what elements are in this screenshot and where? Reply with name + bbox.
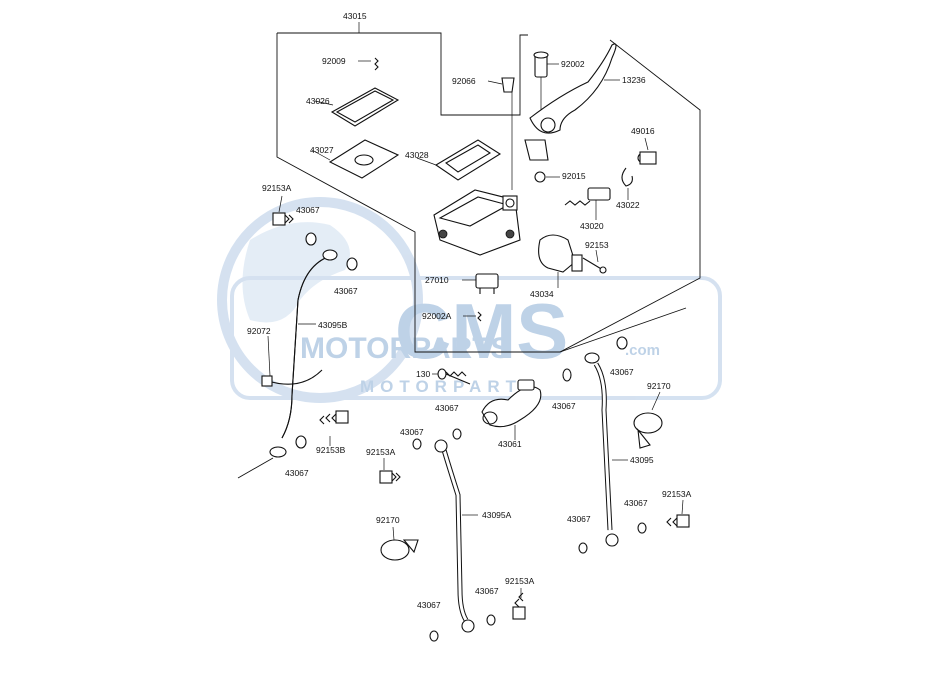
washer-43067-i [486, 614, 496, 626]
part-13236-brake-lever [524, 43, 620, 161]
part-92009-screw [358, 57, 379, 71]
label-43027: 43027 [310, 145, 334, 155]
label-43067-c: 43067 [285, 468, 309, 478]
washers [295, 232, 647, 642]
label-92170-right: 92170 [647, 381, 671, 391]
washer-43067-h [637, 522, 647, 534]
part-92153A-banjo-bolt-top [272, 195, 294, 226]
part-92153B-bolt [319, 410, 349, 446]
washer-43067-j [429, 630, 439, 642]
part-92170-clamp-right [633, 391, 663, 449]
label-92153A-mid: 92153A [366, 447, 396, 457]
label-92066: 92066 [452, 76, 476, 86]
part-92153A-banjo-bolt-mid [379, 458, 401, 484]
master-cylinder-frame [276, 32, 701, 353]
washer-43067-a [305, 232, 317, 246]
label-13236: 13236 [622, 75, 646, 85]
watermark-globe-land [242, 222, 350, 323]
label-43022: 43022 [616, 200, 640, 210]
part-49016-dust-boot [637, 137, 657, 165]
part-92002A-screw [463, 311, 482, 322]
label-43015: 43015 [343, 11, 367, 21]
label-92153A-bottom: 92153A [505, 576, 535, 586]
label-43067-j: 43067 [417, 600, 441, 610]
part-43095B-brake-hose [269, 249, 338, 458]
part-43061-hose-joint [481, 379, 542, 440]
part-92153-bolt [582, 249, 607, 274]
label-43095B: 43095B [318, 320, 348, 330]
washer-43067-e [562, 368, 572, 382]
part-master-cylinder-body [433, 189, 521, 256]
label-43026: 43026 [306, 96, 330, 106]
part-43034-bracket [538, 234, 583, 288]
label-92002: 92002 [561, 59, 585, 69]
washer-43067-b [346, 257, 358, 271]
part-92153A-banjo-bolt-bottom [512, 588, 526, 620]
label-43067-d: 43067 [435, 403, 459, 413]
label-43034: 43034 [530, 289, 554, 299]
label-43067-e: 43067 [552, 401, 576, 411]
label-49016: 49016 [631, 126, 655, 136]
part-43095A-brake-hose [434, 439, 478, 633]
part-43022-circlip [621, 167, 633, 200]
part-92072-hose-clamp [261, 335, 323, 387]
part-43028-gasket [416, 139, 502, 181]
label-92153A-right: 92153A [662, 489, 692, 499]
watermark-brand-line: MOTORPARTS [300, 332, 511, 365]
part-130-bolt [432, 368, 471, 385]
part-43026-reservoir-cap [314, 87, 400, 127]
label-43067-g: 43067 [567, 514, 591, 524]
part-92170-clamp-left [380, 526, 419, 561]
label-43067-a: 43067 [296, 205, 320, 215]
label-92153: 92153 [585, 240, 609, 250]
watermark-domain: .com [625, 342, 660, 359]
assembly-frames [237, 32, 701, 479]
label-130: 130 [416, 369, 430, 379]
part-43095-brake-hose [584, 352, 628, 547]
washer-43067-f [616, 336, 628, 350]
label-43067-k: 43067 [400, 427, 424, 437]
part-27010-brake-switch [462, 273, 499, 294]
watermark: CMS MOTORPARTS .com MOTORPARTS [217, 197, 722, 403]
washer-43067-g [578, 542, 588, 554]
label-43028: 43028 [405, 150, 429, 160]
label-43067-i: 43067 [475, 586, 499, 596]
label-92072: 92072 [247, 326, 271, 336]
label-43095A: 43095A [482, 510, 512, 520]
part-92002-pivot-bolt [533, 51, 559, 115]
frame-tail-right [559, 307, 687, 353]
label-27010: 27010 [425, 275, 449, 285]
label-43020: 43020 [580, 221, 604, 231]
washer-43067-d [452, 428, 462, 440]
part-92015-nut [534, 171, 560, 183]
label-92009: 92009 [322, 56, 346, 66]
part-labels: 43015 92009 43026 43027 43028 92066 9200… [247, 11, 692, 610]
washer-43067-c [295, 435, 307, 449]
label-43067-b: 43067 [334, 286, 358, 296]
part-43027-diaphragm [311, 139, 400, 179]
watermark-brand: CMS [395, 287, 568, 375]
part-92066-cap [487, 77, 515, 190]
label-43067-f: 43067 [610, 367, 634, 377]
washer-43067-k [412, 438, 422, 450]
label-92015: 92015 [562, 171, 586, 181]
part-92153A-banjo-bolt-right [666, 499, 690, 528]
label-92002A: 92002A [422, 311, 452, 321]
frame-tail-left [237, 457, 274, 479]
label-92153B: 92153B [316, 445, 346, 455]
label-92170-left: 92170 [376, 515, 400, 525]
label-43061: 43061 [498, 439, 522, 449]
part-43020-piston-kit [564, 187, 611, 220]
label-92153A-top: 92153A [262, 183, 292, 193]
label-43067-h: 43067 [624, 498, 648, 508]
watermark-subline: MOTORPARTS [360, 377, 539, 396]
label-43095: 43095 [630, 455, 654, 465]
